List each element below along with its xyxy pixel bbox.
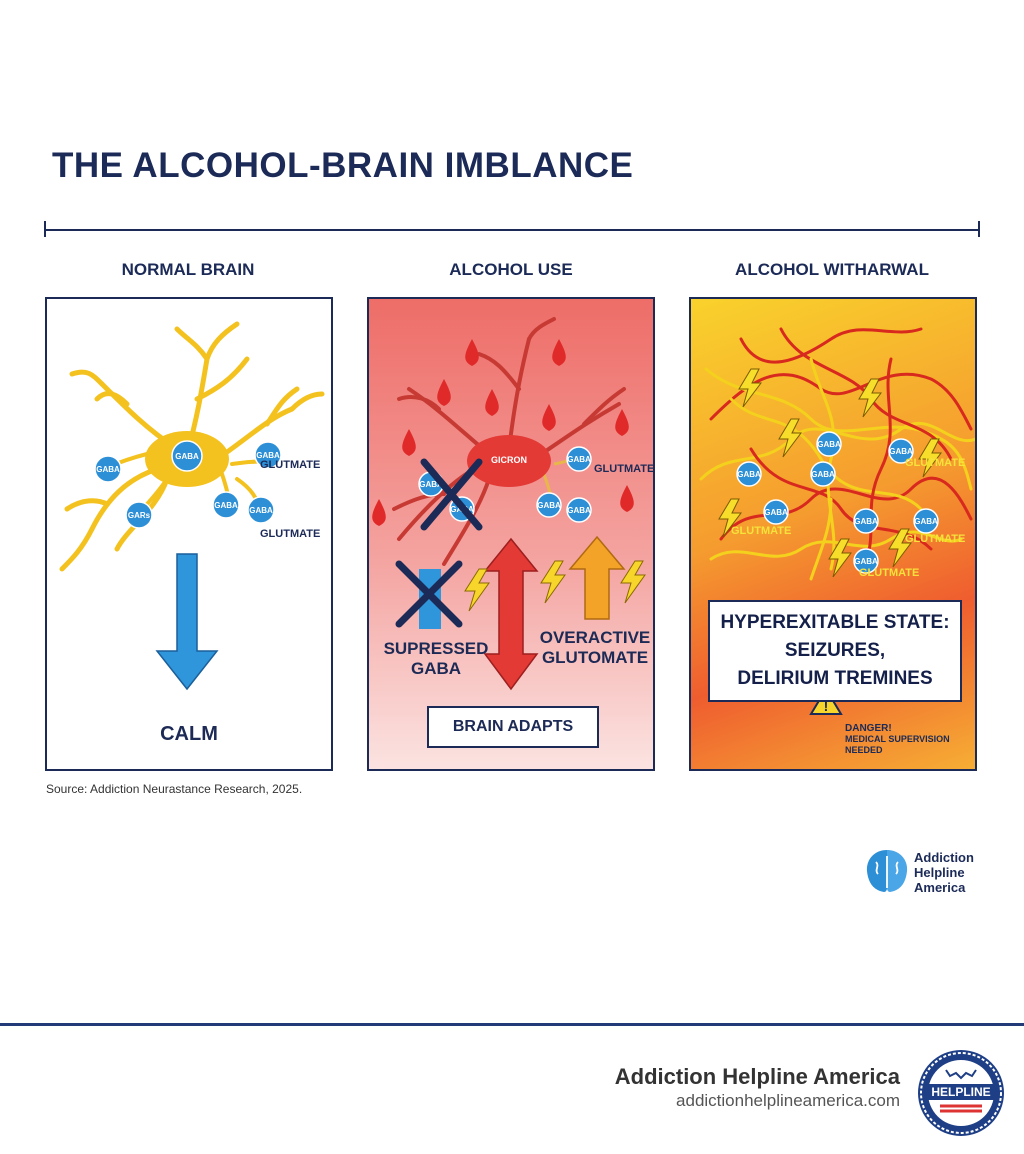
svg-text:GABA: GABA [419, 480, 443, 489]
heading-normal-brain: NORMAL BRAIN [121, 260, 255, 279]
gaba-nodes-alcohol: GABA GABA GABA GABA GABA [418, 446, 592, 523]
svg-text:GICRON: GICRON [491, 455, 527, 465]
svg-text:GABA: GABA [249, 506, 273, 515]
lightning-bolts [464, 560, 646, 612]
title-divider [44, 229, 980, 231]
heading-alcohol-use: ALCOHOL USE [449, 260, 573, 279]
brand-badge-text: Addiction Helpline America [914, 850, 974, 895]
svg-text:GABA: GABA [817, 440, 841, 449]
warning-line-3: DELIRIUM TREMINES [737, 668, 933, 689]
svg-text:GABA: GABA [96, 465, 120, 474]
svg-text:GABA: GABA [854, 517, 878, 526]
gaba-nodes-withdrawal: GABA GABA GABA GABA GABA GABA GABA GABA [736, 431, 939, 574]
divider-tick-left [44, 221, 46, 237]
glutamate-up-arrow [568, 535, 626, 620]
calm-label: CALM [160, 723, 218, 745]
svg-text:GABA: GABA [256, 451, 280, 460]
glutamate-label-w2: GLUTMATE [731, 525, 792, 537]
glutamate-label-alcohol: GLUTMATE [594, 463, 655, 475]
glutamate-label-2: GLUTMATE [260, 528, 321, 540]
neuron-withdrawal-illustration: GABA GABA GABA GABA GABA GABA GABA GABA … [699, 327, 975, 715]
imbalance-double-arrow [483, 537, 539, 691]
glutamate-label-w3: GLUTMATE [905, 533, 966, 545]
footer-organization-name: Addiction Helpline America [614, 1064, 900, 1089]
block-x-neuron [420, 458, 483, 531]
svg-text:GABA: GABA [737, 470, 761, 479]
source-citation: Source: Addiction Neurastance Research, … [46, 782, 303, 796]
glutamate-label-w1: GLUTMATE [905, 457, 966, 469]
footer-website-link[interactable]: addictionhelplineamerica.com [676, 1091, 900, 1110]
danger-title: DANGER! [845, 723, 892, 734]
svg-text:HELPLINE: HELPLINE [931, 1085, 990, 1099]
glutamate-label-w4: GLUTMATE [859, 567, 920, 579]
withdrawal-bolts [718, 368, 942, 578]
svg-text:GABA: GABA [811, 470, 835, 479]
helpline-seal-logo: HELPLINE [916, 1048, 1006, 1138]
svg-text:GABA: GABA [567, 506, 591, 515]
brain-adapts-box: BRAIN ADAPTS [427, 706, 599, 748]
svg-text:GABA: GABA [764, 508, 788, 517]
heading-alcohol-withdrawal: ALCOHOL WITHARWAL [735, 260, 929, 279]
neuron-normal-illustration: GABA GABA GABA GARs GABA GABA [59, 321, 325, 691]
tangled-dendrites [699, 327, 975, 581]
danger-text: MEDICAL SUPERVISION NEEDED [845, 734, 950, 755]
warning-line-1: HYPEREXITABLE STATE: [720, 612, 950, 633]
page-title: THE ALCOHOL-BRAIN IMBLANCE [52, 146, 634, 185]
svg-text:GABA: GABA [214, 501, 238, 510]
warning-line-2: SEIZURES, [784, 640, 886, 661]
overactive-glutamate-label: OVERACTIVE GLUTOMATE [539, 628, 651, 667]
svg-text:GABA: GABA [914, 517, 938, 526]
panel-alcohol-withdrawal: GABA GABA GABA GABA GABA GABA GABA GABA … [689, 297, 977, 771]
panel-normal-brain: GABA GABA GABA GARs GABA GABA GLUTMATE G… [45, 297, 333, 771]
svg-text:GARs: GARs [128, 511, 151, 520]
glutamate-label-1: GLUTMATE [260, 459, 321, 471]
calm-down-arrow [155, 553, 219, 691]
hyperexcitable-warning-box: HYPEREXITABLE STATE: SEIZURES, DELIRIUM … [708, 600, 962, 702]
brain-logo-icon [862, 846, 912, 896]
alcohol-drops [372, 339, 634, 526]
suppressed-gaba-x [395, 560, 463, 628]
danger-notice: DANGER! MEDICAL SUPERVISION NEEDED [845, 723, 975, 756]
neuron-alcohol-illustration: GABA GABA GABA GABA GABA GICRON [372, 317, 646, 691]
svg-text:GABA: GABA [854, 557, 878, 566]
svg-text:GABA: GABA [175, 452, 199, 461]
divider-tick-right [978, 221, 980, 237]
svg-text:GABA: GABA [537, 501, 561, 510]
svg-text:GABA: GABA [889, 447, 913, 456]
svg-text:!: ! [824, 698, 829, 714]
suppressed-gaba-label: SUPRESSED GABA [383, 639, 489, 678]
panel-alcohol-use: GABA GABA GABA GABA GABA GICRON GLUTMATE… [367, 297, 655, 771]
gaba-nodes: GABA GABA GABA GARs GABA GABA [94, 440, 282, 529]
footer-divider [0, 1023, 1024, 1026]
svg-text:GABA: GABA [567, 455, 591, 464]
